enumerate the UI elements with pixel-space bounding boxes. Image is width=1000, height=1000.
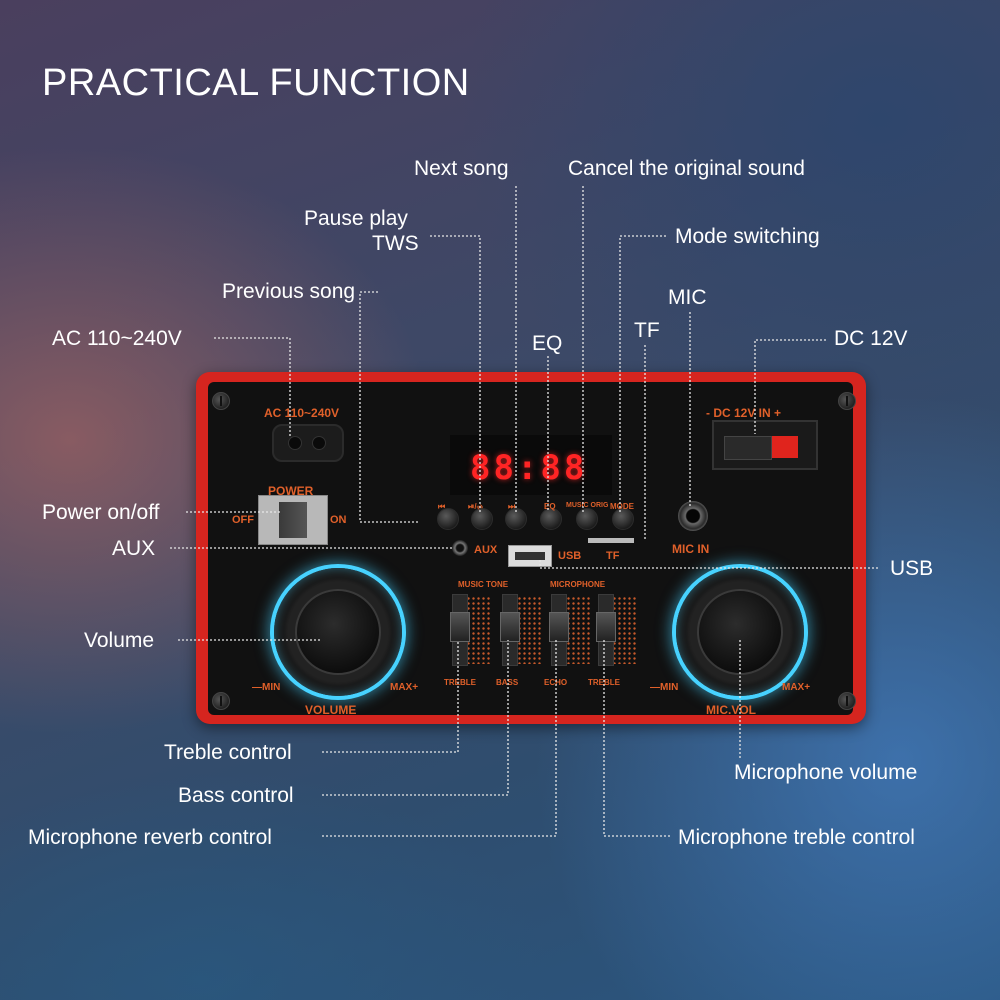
callout-usb: USB [890,557,934,580]
callout-tf: TF [634,319,660,342]
min2-print: —MIN [650,682,679,693]
callout-mic-treble: Microphone treble control [678,826,915,849]
tf-print: TF [606,550,620,562]
ac-print: AC 110~240V [264,406,340,420]
mic-in-jack [678,501,708,531]
volume-print: VOLUME [305,703,357,717]
aux-jack [452,540,468,556]
callout-cancel-original: Cancel the original sound [568,157,805,180]
callout-treble: Treble control [164,741,292,764]
mic-treble-fader-knob[interactable] [596,612,616,642]
treble-fader-knob[interactable] [450,612,470,642]
off-print: OFF [232,514,254,526]
microphone-print: MICROPHONE [550,580,606,589]
screw-icon [838,392,856,410]
callout-mic: MIC [668,286,707,309]
callout-next-song: Next song [414,157,509,180]
echo-print: ECHO [544,678,568,687]
mode-print: MODE [610,502,634,511]
eq-print: EQ [544,502,556,511]
prev-print: ⏮ [438,502,446,511]
usb-port [508,545,552,567]
treble2-print: TREBLE [588,678,620,687]
callout-ac: AC 110~240V [52,327,182,350]
music-orig-print: MUSIC ORIG [566,502,609,509]
tf-slot [588,538,634,543]
mic-volume-knob[interactable] [697,589,783,675]
dc-print: - DC 12V IN + [706,406,782,420]
play-print: ⏯/⇌ [468,502,483,511]
callout-previous-song: Previous song [222,280,356,303]
music-tone-print: MUSIC TONE [458,580,509,589]
usb-print: USB [558,550,582,562]
page-title: PRACTICAL FUNCTION [42,62,470,104]
pause-play-button[interactable] [471,508,493,530]
mic-in-print: MIC IN [672,542,710,556]
next-print: ⏭ [508,502,516,511]
callout-bass: Bass control [178,784,294,807]
fader-scale [517,596,543,664]
max-print: MAX+ [390,682,419,693]
callout-dc: DC 12V [834,327,908,350]
min-print: —MIN [252,682,281,693]
screw-icon [212,392,230,410]
on-print: ON [330,514,347,526]
bass-print: BASS [496,678,519,687]
callout-tws: TWS [372,232,419,255]
callout-microphone-volume: Microphone volume [734,761,918,784]
bass-fader-knob[interactable] [500,612,520,642]
fader-scale [566,596,592,664]
power-switch[interactable] [258,495,328,545]
callout-volume: Volume [84,629,155,652]
mic-vol-print: MIC.VOL [706,703,756,717]
power-print: POWER [268,484,314,498]
screw-icon [838,692,856,710]
eq-button[interactable] [540,508,562,530]
callout-power: Power on/off [42,501,160,524]
callout-pause-play: Pause play [304,207,408,230]
mode-button[interactable] [612,508,634,530]
dc-jack [712,420,818,470]
screw-icon [212,692,230,710]
cancel-original-button[interactable] [576,508,598,530]
volume-knob[interactable] [295,589,381,675]
aux-print: AUX [474,544,498,556]
ac-socket [272,424,344,462]
callout-aux: AUX [112,537,156,560]
max2-print: MAX+ [782,682,811,693]
callout-eq: EQ [532,332,563,355]
echo-fader-knob[interactable] [549,612,569,642]
callout-mode-switching: Mode switching [675,225,820,248]
led-digits: 88:88 [470,448,588,488]
callout-mic-reverb: Microphone reverb control [28,826,272,849]
treble-print: TREBLE [444,678,476,687]
